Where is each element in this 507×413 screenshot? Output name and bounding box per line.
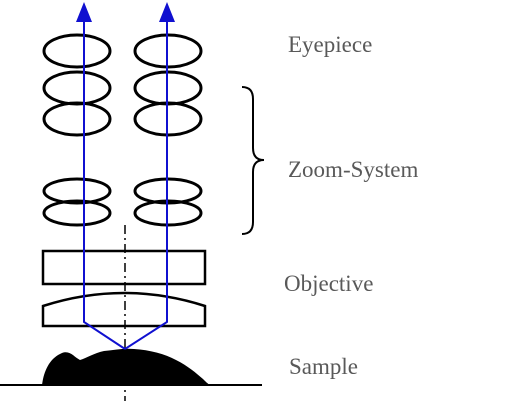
eyepiece-label: Eyepiece bbox=[288, 32, 373, 57]
beam-left-arrowhead bbox=[76, 2, 92, 22]
eyepiece-lens-left-2 bbox=[42, 70, 112, 106]
zoom-lens-left-2 bbox=[42, 199, 112, 227]
objective-label: Objective bbox=[284, 271, 374, 296]
beam-right-arrowhead bbox=[159, 2, 175, 22]
sample-specimen bbox=[42, 348, 210, 385]
eyepiece-lens-left-1 bbox=[42, 33, 112, 69]
light-beams bbox=[83, 18, 168, 350]
beam-left bbox=[83, 18, 126, 350]
objective-lens-top bbox=[41, 249, 207, 286]
objective-lens-bottom bbox=[41, 291, 207, 328]
zoom-lens-left-1 bbox=[42, 177, 112, 205]
zoom-system-label: Zoom-System bbox=[288, 157, 419, 182]
eyepiece-lens-left-3 bbox=[42, 101, 112, 137]
sample-label: Sample bbox=[289, 354, 358, 379]
zoom-system-brace bbox=[241, 86, 265, 235]
beam-right bbox=[124, 18, 168, 350]
